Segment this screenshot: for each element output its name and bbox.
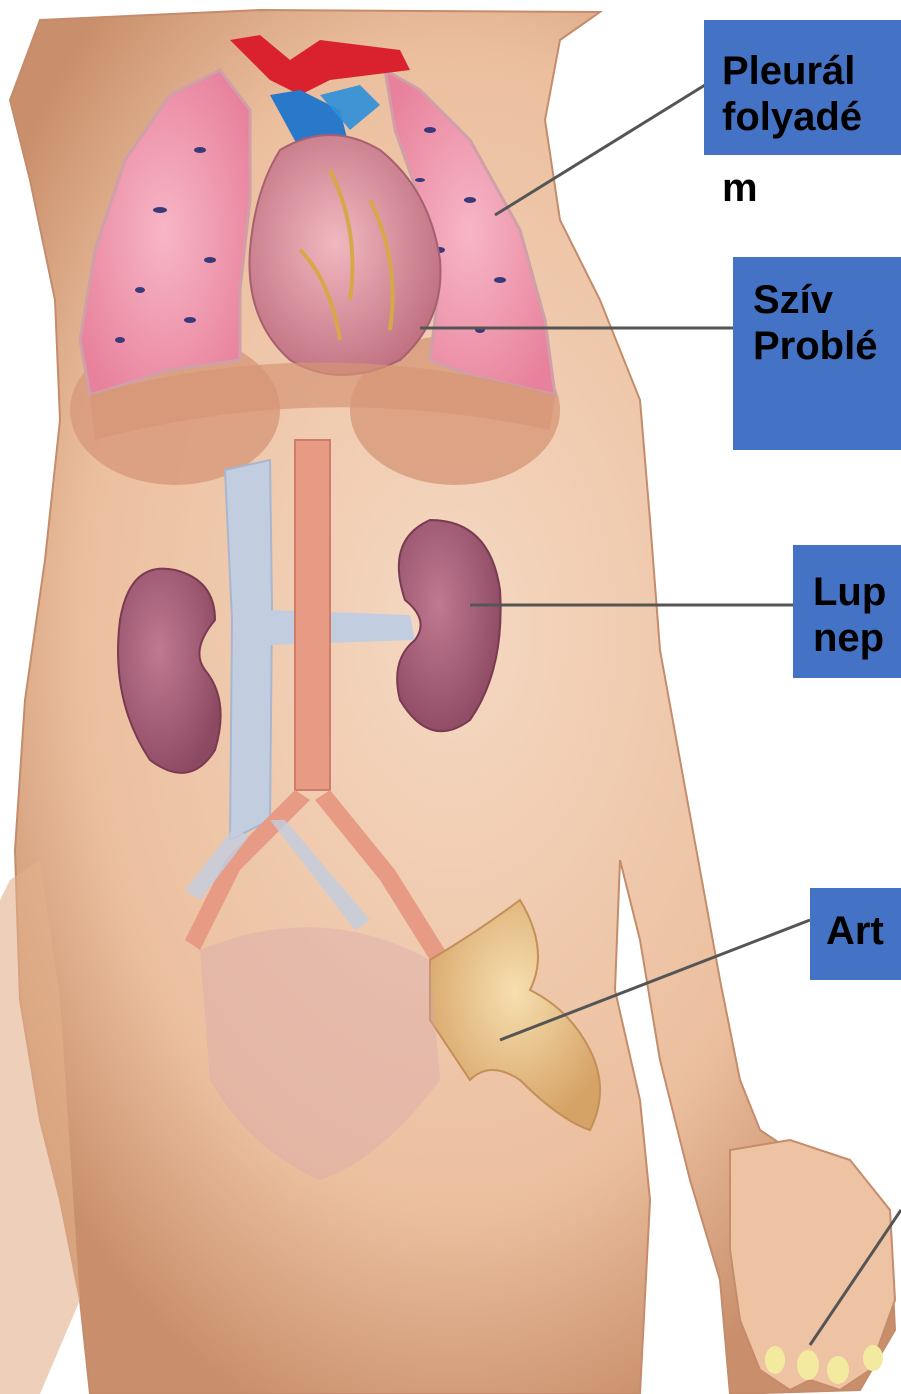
fingernail: [863, 1345, 883, 1371]
label-arthritis: Art: [810, 888, 901, 980]
label-pleural-line3: m: [722, 165, 758, 211]
label-lupus-line2: nep: [813, 615, 901, 661]
renal-vein: [270, 610, 415, 645]
label-sziv-line2: Problé: [753, 323, 901, 369]
inferior-vena-cava: [225, 460, 272, 840]
label-art-line1: Art: [826, 908, 901, 954]
label-pleural-line1: Pleurál: [722, 48, 901, 94]
label-sziv-line1: Szív: [753, 277, 901, 323]
fingernail: [765, 1346, 785, 1374]
label-lupus-line1: Lup: [813, 569, 901, 615]
label-pleural-fluid: Pleurál folyadé: [704, 20, 901, 155]
label-lupus-nephritis: Lup nep: [793, 545, 901, 678]
fingernail: [827, 1356, 849, 1384]
fingernail: [797, 1350, 819, 1380]
abdominal-aorta: [295, 440, 330, 790]
label-heart-problem: Szív Problé: [733, 257, 901, 450]
label-pleural-line2: folyadé: [722, 94, 901, 140]
